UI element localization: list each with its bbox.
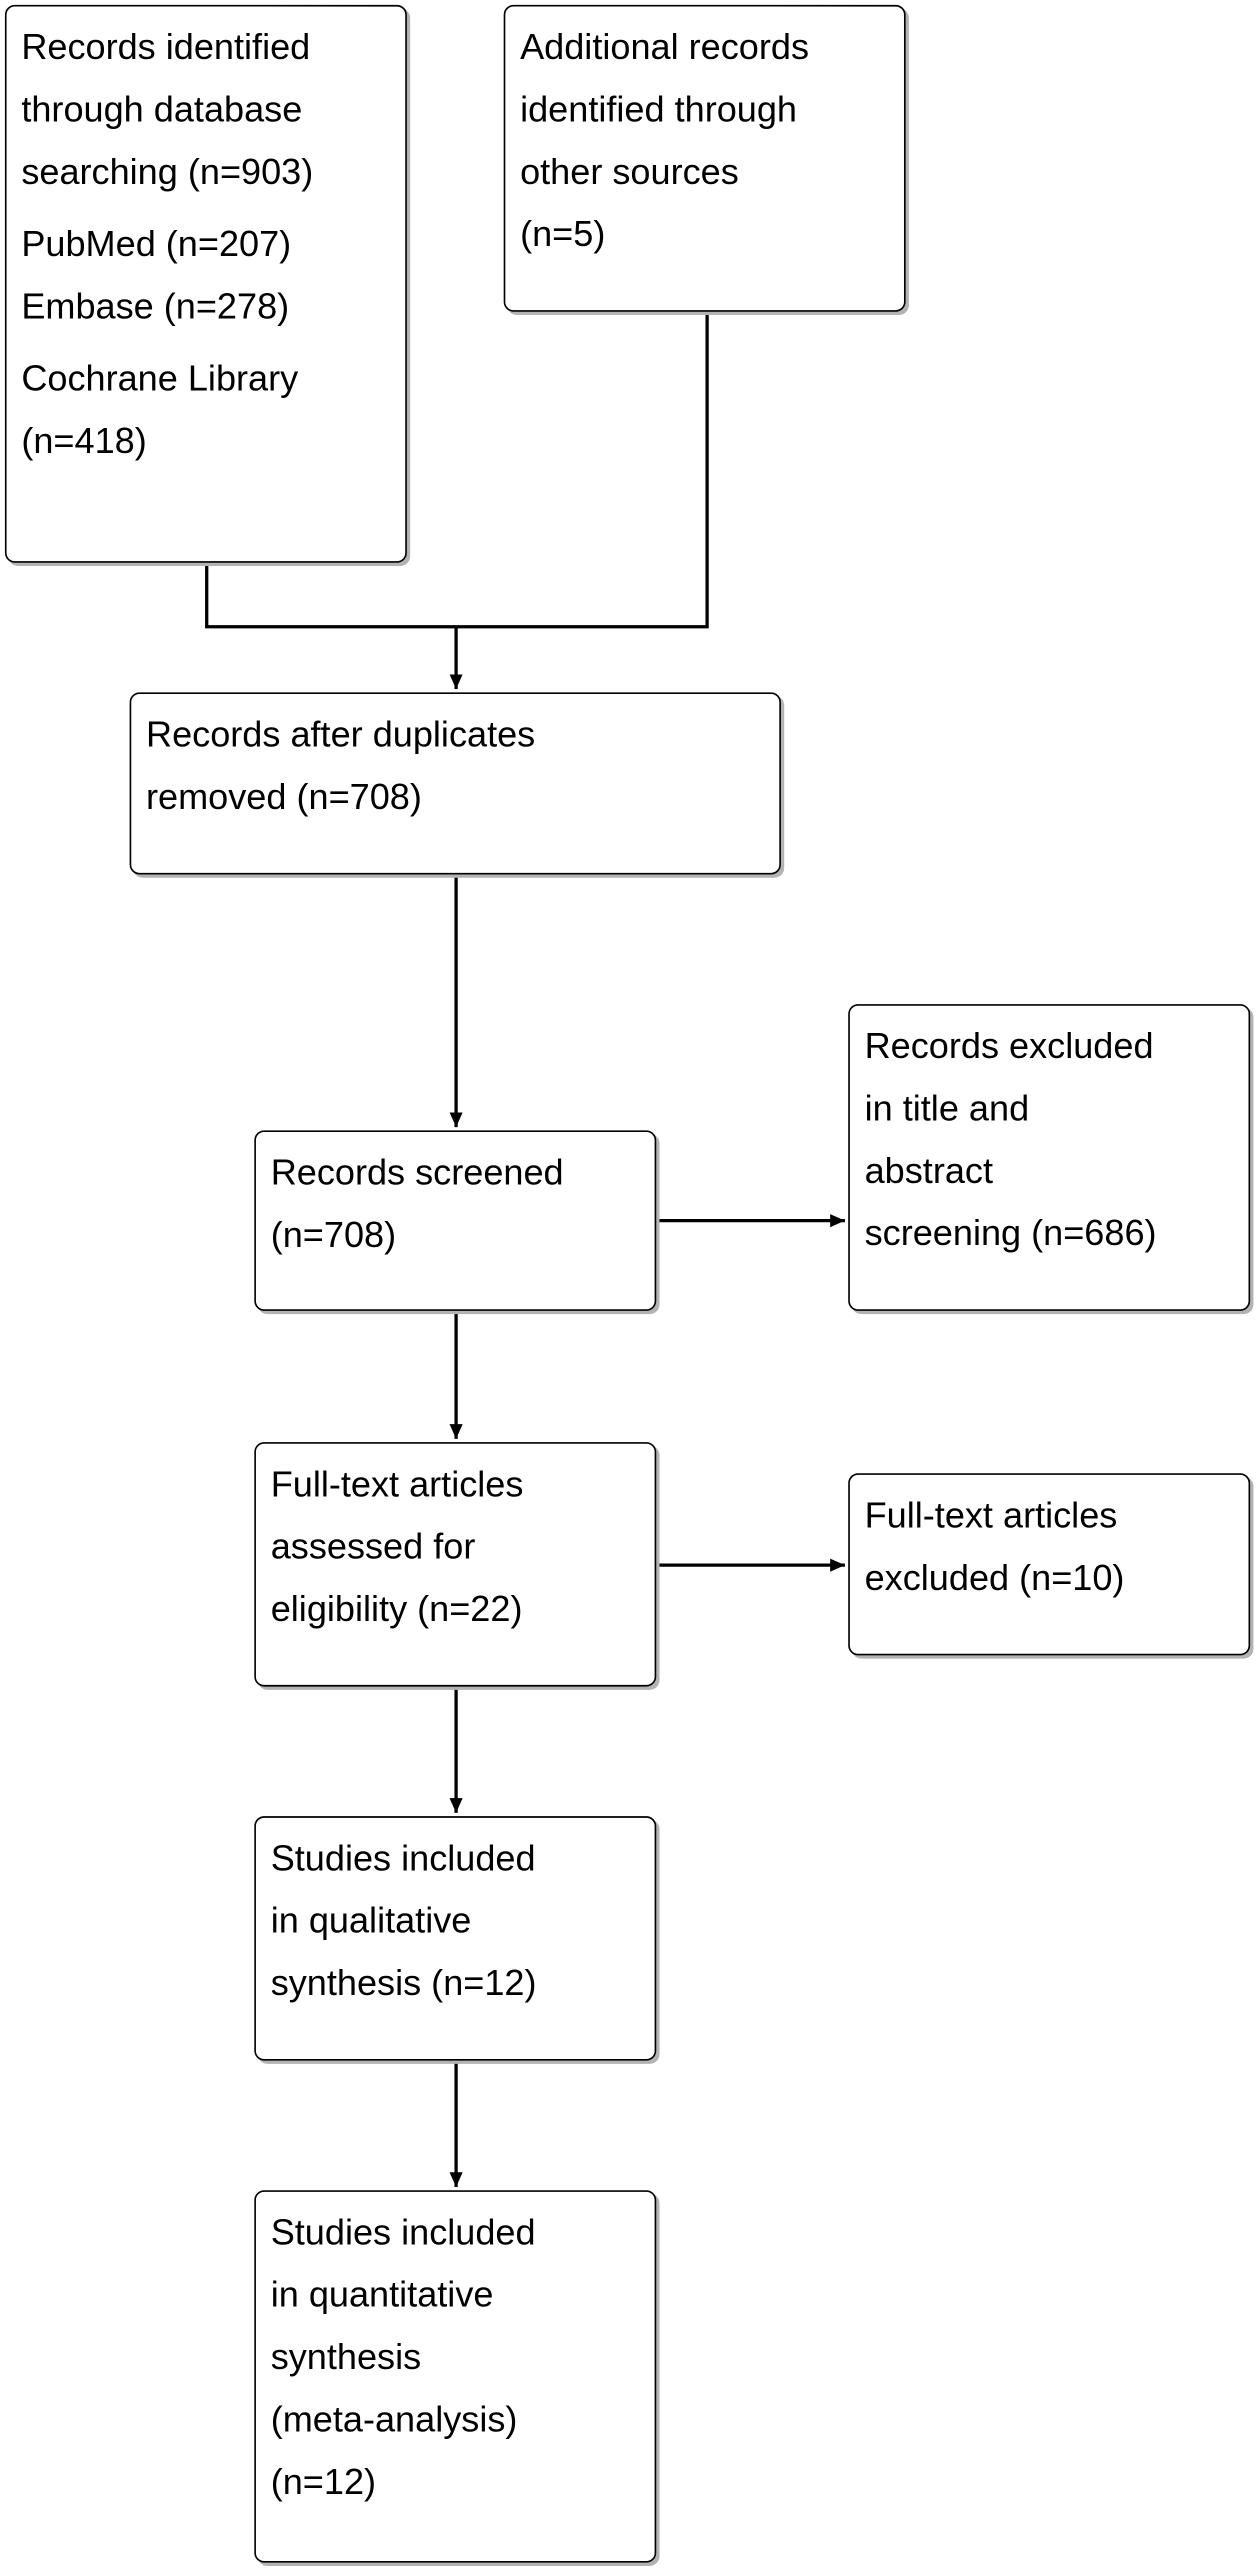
connector-other-to-merge	[456, 311, 709, 629]
quantitative-synthesis-text: Studies included in quantitative synthes…	[270, 2211, 536, 2502]
duplicates-removed-box: Records after duplicates removed (n=708)	[129, 692, 781, 875]
cochrane-text: Cochrane Library (n=418)	[21, 357, 299, 462]
fulltext-excluded-text: Full-text articles excluded (n=10)	[864, 1494, 1125, 1598]
duplicates-removed-text: Records after duplicates removed (n=708)	[146, 713, 536, 818]
qualitative-synthesis-box: Studies included in qualitative synthesi…	[254, 1816, 657, 2061]
fulltext-assessed-text: Full-text articles assessed for eligibil…	[270, 1463, 524, 1630]
records-screened-box: Records screened (n=708)	[254, 1130, 657, 1311]
fulltext-assessed-box: Full-text articles assessed for eligibil…	[254, 1442, 657, 1687]
connector-db-to-merge	[205, 562, 457, 629]
records-excluded-box: Records excluded in title and abstract s…	[848, 1004, 1251, 1311]
quantitative-synthesis-box: Studies included in quantitative synthes…	[254, 2190, 657, 2563]
additional-records-box: Additional records identified through ot…	[503, 4, 906, 312]
additional-records-text: Additional records identified through ot…	[520, 26, 810, 255]
records-excluded-text: Records excluded in title and abstract s…	[864, 1025, 1157, 1254]
records-screened-text: Records screened (n=708)	[270, 1151, 564, 1256]
fulltext-excluded-box: Full-text articles excluded (n=10)	[848, 1473, 1251, 1656]
database-total-text: Records identified through database sear…	[21, 26, 314, 192]
records-database-box: Records identified through database sear…	[4, 4, 407, 563]
database-breakdown-text: PubMed (n=207) Embase (n=278)	[21, 223, 292, 327]
qualitative-synthesis-text: Studies included in qualitative synthesi…	[270, 1837, 537, 2004]
